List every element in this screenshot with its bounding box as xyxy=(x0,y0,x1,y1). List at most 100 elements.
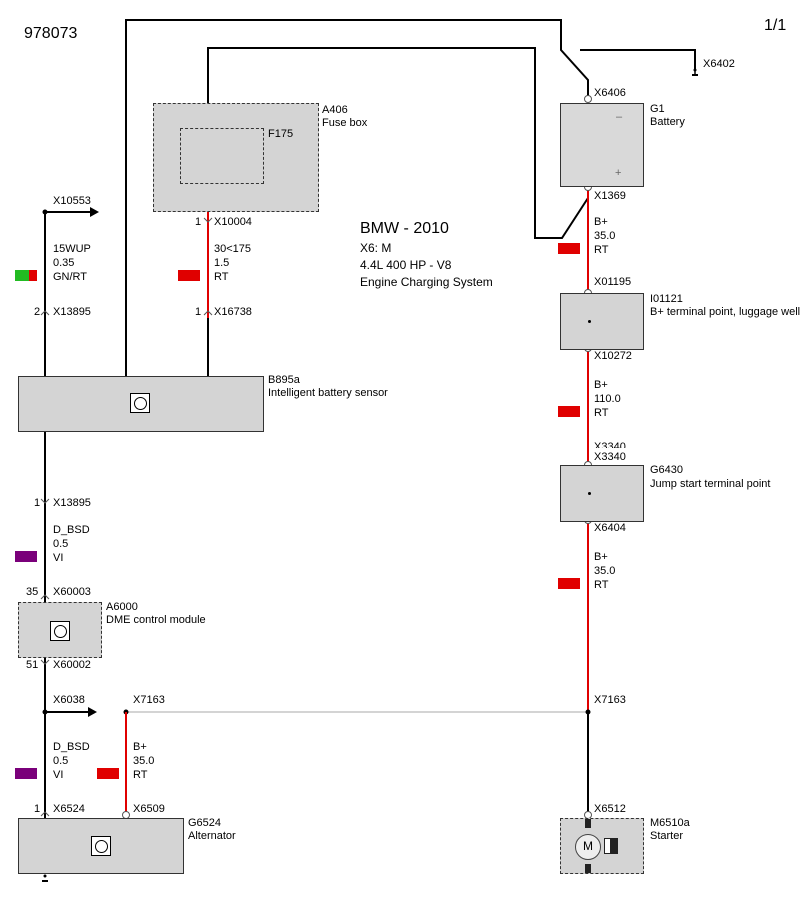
connector-x6512: X6512 xyxy=(594,803,626,815)
wire-color-swatch-vi xyxy=(15,768,37,779)
ecu-icon xyxy=(130,393,150,413)
wire-dbsd2-color: VI xyxy=(53,769,64,781)
battery-component[interactable]: – + xyxy=(560,103,644,187)
jump-terminal-id: G6430 xyxy=(650,464,684,476)
ibs-component[interactable] xyxy=(18,376,264,432)
starter-brush-top xyxy=(585,819,591,828)
ecu-icon xyxy=(91,836,111,856)
connector-x10272: X10272 xyxy=(594,350,632,362)
fusebox-name: Fuse box xyxy=(322,117,368,129)
starter-component[interactable]: M xyxy=(560,818,644,874)
pin-x60002 xyxy=(40,659,50,665)
pin-number-x10004: 1 xyxy=(195,216,202,228)
connector-x6509: X6509 xyxy=(133,803,165,815)
wire-color-swatch-rt xyxy=(558,243,580,254)
wire-15wup-size: 0.35 xyxy=(53,257,75,269)
wire-luggage-signal: B+ xyxy=(594,379,608,391)
connector-x3340: X3340 xyxy=(594,451,626,463)
pin-number-x60003: 35 xyxy=(26,586,39,598)
battery-name: Battery xyxy=(650,116,685,128)
alternator-id: G6524 xyxy=(188,817,222,829)
wire-dbsd2-signal: D_BSD xyxy=(53,741,90,753)
ibs-name: Intelligent battery sensor xyxy=(268,387,388,399)
wire-batt-signal: B+ xyxy=(594,216,608,228)
wire-dbsd1-size: 0.5 xyxy=(53,538,69,550)
jump-terminal-dot xyxy=(588,492,591,495)
starter-brush-bottom xyxy=(585,864,591,873)
wire-fuse-size: 1.5 xyxy=(214,257,230,269)
wire-luggage-size: 110.0 xyxy=(594,393,621,405)
title-line3: 4.4L 400 HP - V8 xyxy=(360,258,452,272)
luggage-terminal-id: I01121 xyxy=(650,293,683,305)
ground-x6402-dot xyxy=(693,68,697,72)
pin-number-x13895-bot: 1 xyxy=(34,497,41,509)
dme-component[interactable] xyxy=(18,602,102,658)
wire-15wup-signal: 15WUP xyxy=(53,243,91,255)
motor-letter: M xyxy=(583,839,593,853)
pin-x60003 xyxy=(40,594,50,600)
dme-id: A6000 xyxy=(106,601,138,613)
wire-color-swatch-vi xyxy=(15,551,37,562)
pin-x6524 xyxy=(40,811,50,817)
connector-x7163-right: X7163 xyxy=(594,694,626,706)
pin-x13895-top xyxy=(40,310,50,316)
pin-x16738 xyxy=(203,310,213,316)
connector-x6038: X6038 xyxy=(53,694,85,706)
wire-dbsd2-size: 0.5 xyxy=(53,755,69,767)
battery-id: G1 xyxy=(650,103,665,115)
connector-x60003: X60003 xyxy=(53,586,91,598)
wire-x6402-branch xyxy=(580,49,696,70)
luggage-terminal-dot xyxy=(588,320,591,323)
x7163-right-node xyxy=(585,709,591,715)
connector-x60002: X60002 xyxy=(53,659,91,671)
connector-x6524: X6524 xyxy=(53,803,85,815)
jump-terminal-name: Jump start terminal point xyxy=(650,478,771,490)
pin-number-x6524: 1 xyxy=(34,803,41,815)
wire-fuse-signal: 30<175 xyxy=(214,243,252,255)
wire-dbsd1-signal: D_BSD xyxy=(53,524,90,536)
wire-fuse-color: RT xyxy=(214,271,229,283)
wire-alt-size: 35.0 xyxy=(133,755,155,767)
fuse-id: F175 xyxy=(268,128,294,140)
wire-jump-signal: B+ xyxy=(594,551,608,563)
starter-id: M6510a xyxy=(650,817,690,829)
wire-jump-color: RT xyxy=(594,579,609,591)
fusebox-component[interactable] xyxy=(153,103,319,212)
connector-x1369: X1369 xyxy=(594,190,626,202)
wire-alt-color: RT xyxy=(133,769,148,781)
battery-plus: + xyxy=(615,167,622,179)
page-number: 1/1 xyxy=(764,17,787,34)
motor-icon: M xyxy=(575,834,601,860)
pin-number-x16738: 1 xyxy=(195,306,202,318)
ibs-id: B895a xyxy=(268,374,300,386)
pin-number-x60002: 51 xyxy=(26,659,39,671)
ecu-icon xyxy=(50,621,70,641)
wire-batt-size: 35.0 xyxy=(594,230,616,242)
jump-terminal-component[interactable] xyxy=(560,465,644,522)
wire-jump-size: 35.0 xyxy=(594,565,616,577)
alternator-component[interactable] xyxy=(18,818,184,874)
solenoid-icon xyxy=(604,838,618,854)
pin-x13895-bot xyxy=(40,498,50,504)
wire-color-swatch-rt xyxy=(97,768,119,779)
battery-minus: – xyxy=(616,111,623,123)
x6038-arrowhead xyxy=(88,707,97,717)
dme-name: DME control module xyxy=(106,614,206,626)
connector-x13895-top: X13895 xyxy=(53,306,91,318)
starter-name: Starter xyxy=(650,830,684,842)
title-line4: Engine Charging System xyxy=(360,275,493,289)
wire-color-swatch-rt xyxy=(178,270,200,281)
x10553-arrowhead xyxy=(90,207,99,217)
connector-x16738: X16738 xyxy=(214,306,252,318)
connector-x13895-bot: X13895 xyxy=(53,497,91,509)
luggage-terminal-component[interactable] xyxy=(560,293,644,350)
fuse-f175-outline xyxy=(180,128,264,184)
pin-number-x13895-top: 2 xyxy=(34,306,41,318)
fusebox-id: A406 xyxy=(322,104,348,116)
connector-x7163-left: X7163 xyxy=(133,694,165,706)
luggage-terminal-name: B+ terminal point, luggage well xyxy=(650,306,800,318)
x6406-circle xyxy=(584,95,592,103)
document-id: 978073 xyxy=(24,25,78,42)
wire-color-swatch-rt xyxy=(558,406,580,417)
wire-color-swatch-rt xyxy=(558,578,580,589)
